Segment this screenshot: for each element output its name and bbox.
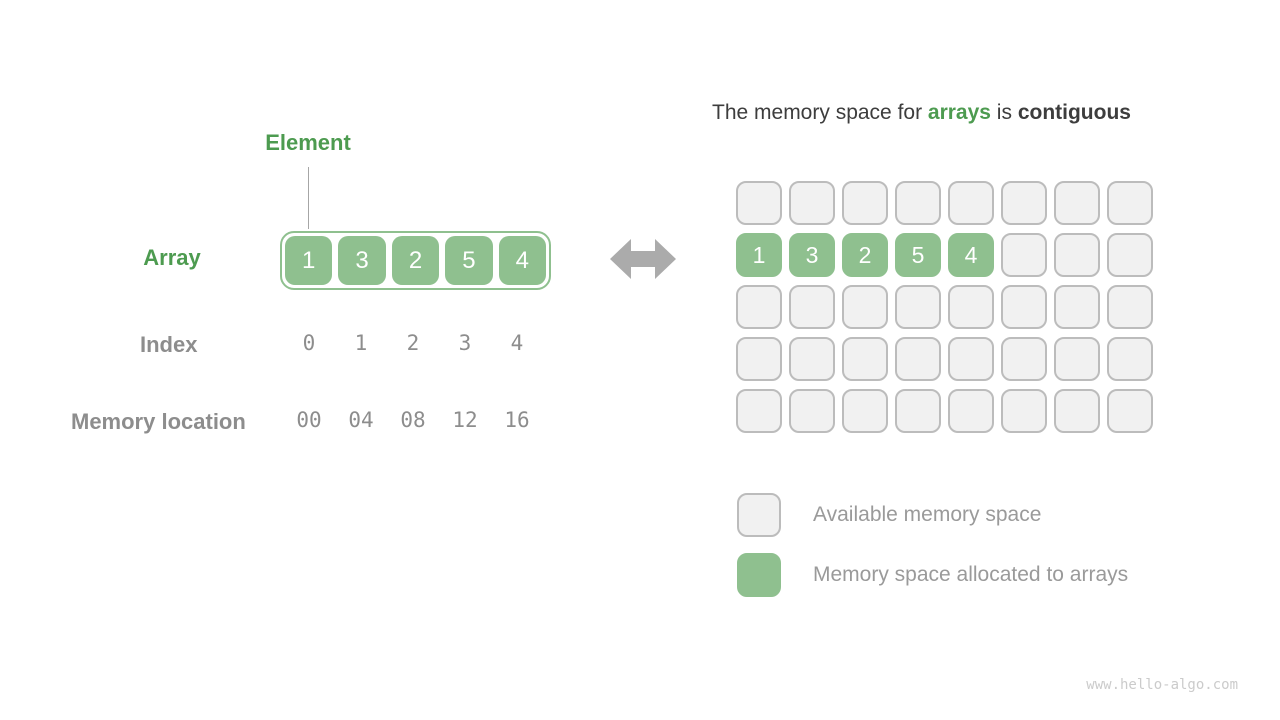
memory-cell-r4-c6 (1054, 389, 1100, 433)
memory-cell-r1-c1: 3 (789, 233, 835, 277)
memory-cell-r0-c0 (736, 181, 782, 225)
memory-value-2: 08 (400, 408, 426, 432)
memory-value-4: 16 (504, 408, 530, 432)
memory-cell-r0-c5 (1001, 181, 1047, 225)
memory-value-3: 12 (452, 408, 478, 432)
memory-cell-r4-c2 (842, 389, 888, 433)
memory-cell-r0-c1 (789, 181, 835, 225)
page-title: The memory space for arrays is contiguou… (712, 101, 1232, 125)
memory-cell-r2-c6 (1054, 285, 1100, 329)
memory-location-label: Memory location (71, 409, 246, 434)
memory-cell-r0-c4 (948, 181, 994, 225)
memory-cell-r3-c0 (736, 337, 782, 381)
title-bold-contiguous: contiguous (1017, 101, 1131, 124)
array-cell-4: 4 (498, 236, 547, 285)
memory-cell-r2-c0 (736, 285, 782, 329)
memory-cell-r4-c5 (1001, 389, 1047, 433)
memory-value-1: 04 (348, 408, 374, 432)
memory-cell-r0-c2 (842, 181, 888, 225)
memory-cell-r1-c6 (1054, 233, 1100, 277)
memory-cell-r2-c4 (948, 285, 994, 329)
memory-cell-r2-c1 (789, 285, 835, 329)
memory-value-0: 00 (296, 408, 322, 432)
memory-location-row: 00 04 08 12 16 (283, 408, 543, 436)
memory-cell-r2-c5 (1001, 285, 1047, 329)
legend-label-allocated: Memory space allocated to arrays (813, 563, 1129, 586)
memory-cell-r3-c4 (948, 337, 994, 381)
index-value-3: 3 (458, 331, 472, 355)
memory-cell-r2-c7 (1107, 285, 1153, 329)
array-cell-0: 1 (285, 236, 333, 285)
double-arrow-icon (610, 238, 676, 280)
memory-cell-r3-c7 (1107, 337, 1153, 381)
legend-row-available: Available memory space (737, 493, 1128, 537)
legend-swatch-available (737, 493, 781, 537)
memory-cell-r1-c2: 2 (842, 233, 888, 277)
memory-cell-r1-c7 (1107, 233, 1153, 277)
index-row: 0 1 2 3 4 (283, 331, 543, 359)
memory-cell-r3-c6 (1054, 337, 1100, 381)
memory-cell-r4-c3 (895, 389, 941, 433)
element-pointer-line (308, 167, 309, 229)
array-label: Array (143, 245, 201, 270)
index-label: Index (140, 332, 198, 357)
memory-cell-r1-c4: 4 (948, 233, 994, 277)
title-prefix: The memory space for (712, 101, 928, 124)
legend-row-allocated: Memory space allocated to arrays (737, 553, 1128, 597)
memory-cell-r0-c6 (1054, 181, 1100, 225)
legend-label-available: Available memory space (813, 503, 1042, 526)
title-highlight-arrays: arrays (927, 101, 991, 124)
memory-cell-r1-c0: 1 (736, 233, 782, 277)
memory-cell-r4-c4 (948, 389, 994, 433)
index-value-4: 4 (510, 331, 524, 355)
memory-cell-r4-c7 (1107, 389, 1153, 433)
memory-cell-r2-c3 (895, 285, 941, 329)
memory-cell-r2-c2 (842, 285, 888, 329)
title-middle: is (990, 101, 1018, 124)
index-value-2: 2 (406, 331, 420, 355)
memory-cell-r3-c2 (842, 337, 888, 381)
memory-cell-r3-c5 (1001, 337, 1047, 381)
memory-cell-r1-c3: 5 (895, 233, 941, 277)
array-cell-3: 5 (445, 236, 493, 285)
array-cell-2: 2 (391, 236, 440, 285)
memory-cell-r3-c3 (895, 337, 941, 381)
index-value-1: 1 (354, 331, 368, 355)
memory-cell-r0-c7 (1107, 181, 1153, 225)
index-value-0: 0 (302, 331, 316, 355)
element-label: Element (265, 130, 351, 155)
legend-swatch-allocated (737, 553, 781, 597)
memory-cell-r4-c0 (736, 389, 782, 433)
memory-cell-r0-c3 (895, 181, 941, 225)
array-cell-1: 3 (338, 236, 386, 285)
memory-cell-r4-c1 (789, 389, 835, 433)
watermark: www.hello-algo.com (1086, 677, 1238, 693)
memory-cell-r3-c1 (789, 337, 835, 381)
memory-cell-r1-c5 (1001, 233, 1047, 277)
